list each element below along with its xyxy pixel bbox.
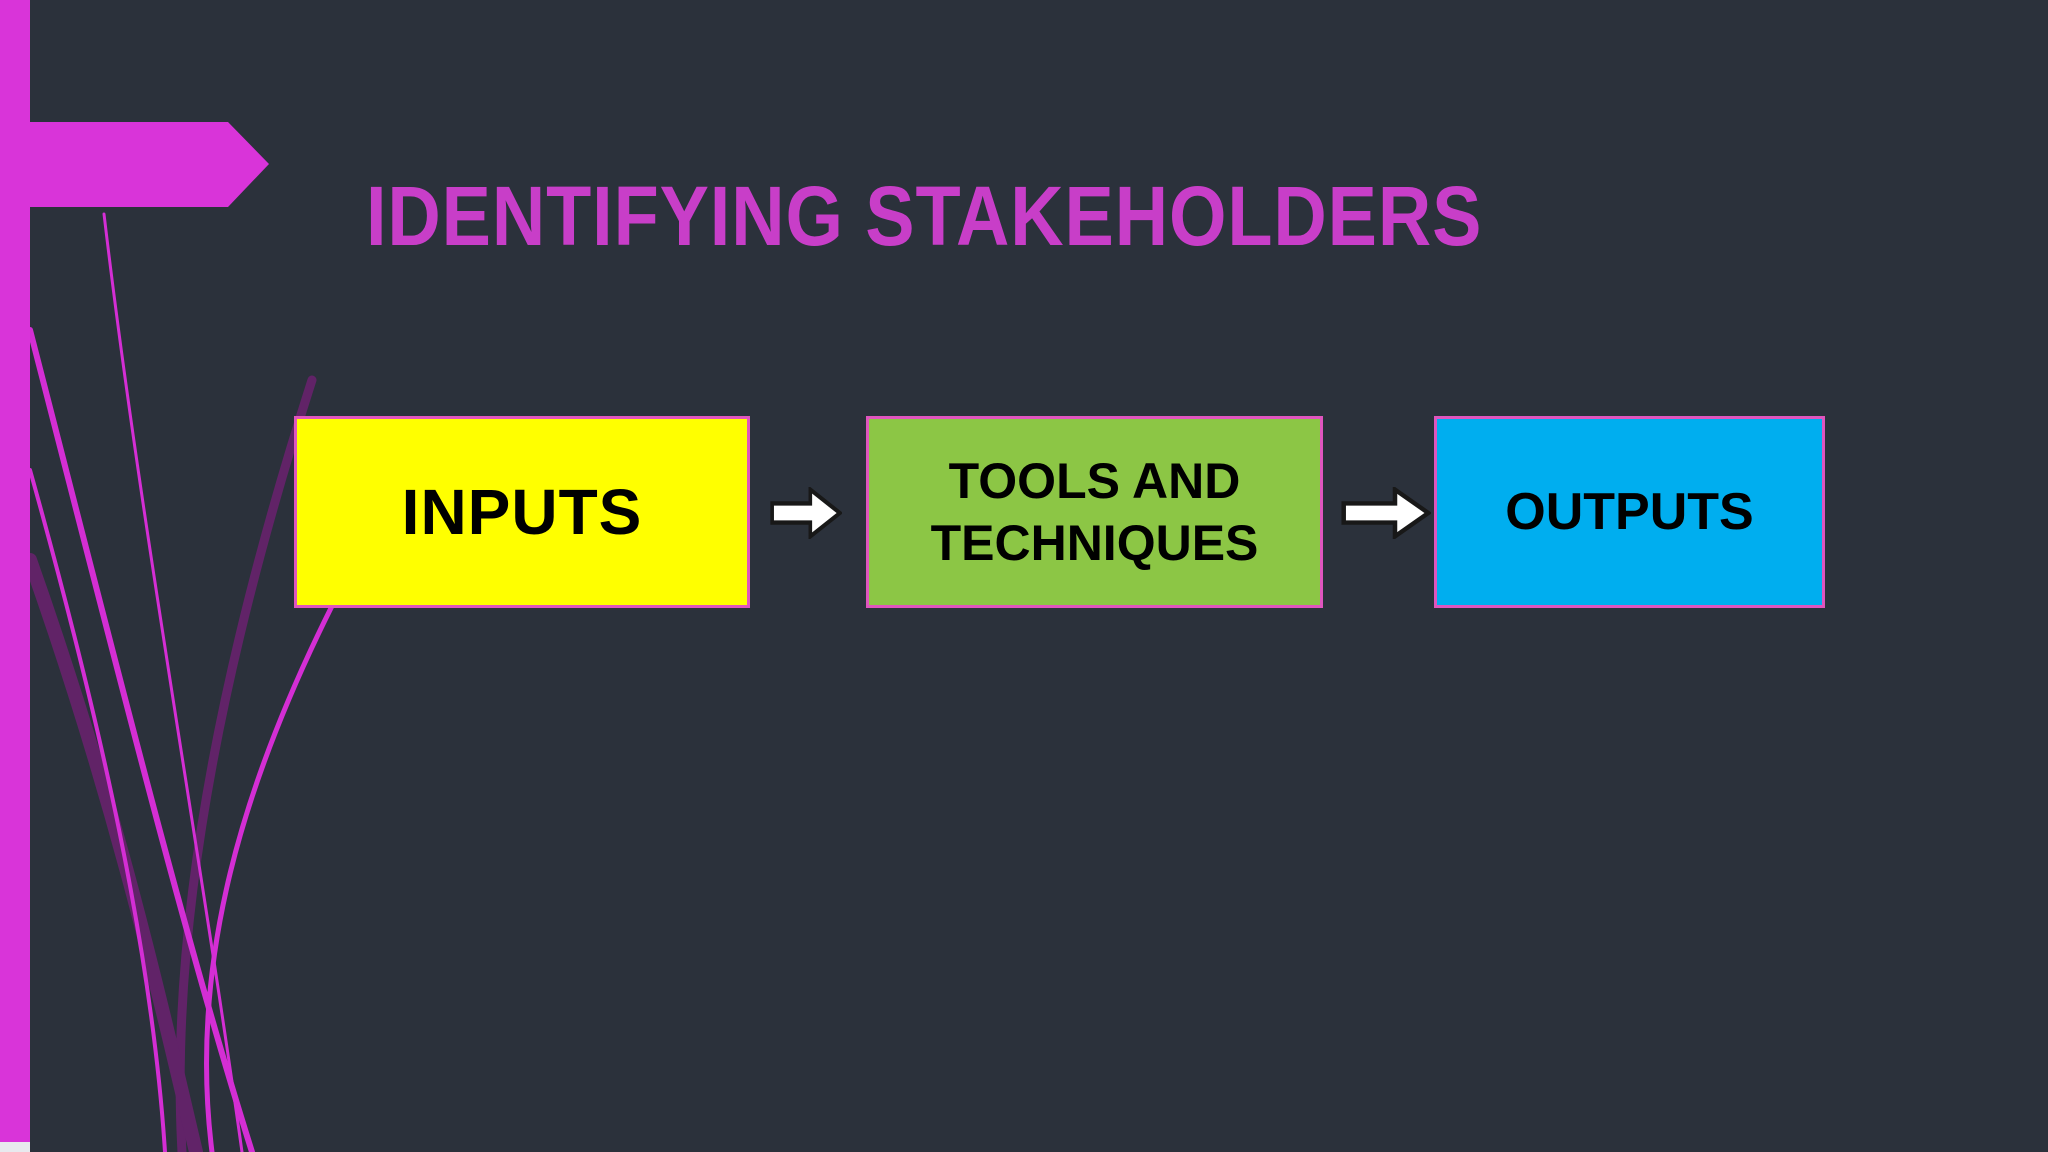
inputs-box-label: INPUTS <box>401 476 643 548</box>
swoosh-curves-bright <box>27 212 335 1152</box>
flow-arrow-icon <box>1341 487 1431 539</box>
outputs-box-label: OUTPUTS <box>1505 483 1754 541</box>
flow-arrow-icon <box>770 487 842 539</box>
bottom-edge-notch <box>0 1142 30 1152</box>
outputs-box: OUTPUTS <box>1434 416 1825 608</box>
page-title: IDENTIFYING STAKEHOLDERS <box>366 169 1483 264</box>
accent-bar <box>0 0 30 1142</box>
title-pointer-icon <box>30 122 269 207</box>
tools-and-techniques-box-label: TOOLS AND TECHNIQUES <box>930 453 1259 571</box>
tools-and-techniques-box: TOOLS AND TECHNIQUES <box>866 416 1323 608</box>
inputs-box: INPUTS <box>294 416 750 608</box>
